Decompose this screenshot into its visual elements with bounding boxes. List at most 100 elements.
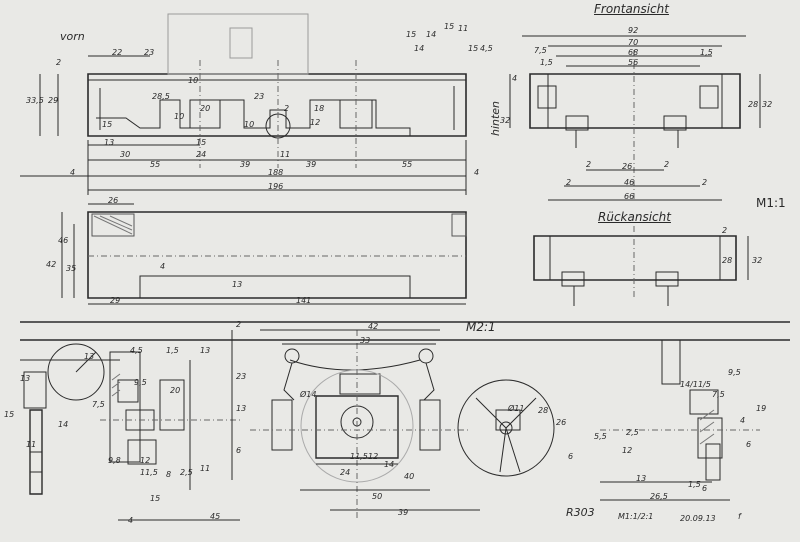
dim-label: 2: [722, 226, 728, 235]
dim-label: 29: [110, 296, 121, 305]
dim-label: 42: [46, 260, 57, 269]
dim-label: 13: [636, 474, 647, 483]
dim-label: 13: [84, 352, 95, 361]
dim-label: 28,5: [152, 92, 170, 101]
dim-label: 30: [120, 150, 131, 159]
dim-label: 14: [58, 420, 69, 429]
dim-label: 2,5: [180, 468, 193, 477]
dim-label: 2: [566, 178, 572, 187]
dim-label: 4,5: [480, 44, 493, 53]
dim-label: 15: [444, 22, 455, 31]
dim-label: 1,5: [540, 58, 553, 67]
dim-label: Ø11: [508, 404, 525, 413]
dim-label: 11,5: [350, 452, 368, 461]
dim-label: 6: [702, 484, 708, 493]
dim-label: 4: [128, 516, 134, 525]
dim-label: 2: [702, 178, 708, 187]
dim-label: 14: [414, 44, 425, 53]
dim-label: 26: [622, 162, 633, 171]
dim-label: 18: [314, 104, 325, 113]
dim-label: 6: [746, 440, 752, 449]
dim-label: 12: [140, 456, 151, 465]
dim-label: 50: [372, 492, 383, 501]
front-view-title: Frontansicht: [594, 2, 669, 16]
dim-label: 28: [722, 256, 733, 265]
dim-label: 9,5: [728, 368, 741, 377]
dim-label: 33: [360, 336, 371, 345]
dim-label: 11: [200, 464, 211, 473]
dim-label: 45: [210, 512, 221, 521]
dim-label: 32: [752, 256, 763, 265]
dim-label: 7,5: [712, 390, 725, 399]
dim-label: 9,5: [134, 378, 147, 387]
dim-label: 24: [340, 468, 351, 477]
dim-label: 4: [70, 168, 76, 177]
dim-label: 23: [236, 372, 247, 381]
dim-label: 26: [108, 196, 119, 205]
dim-label: 2: [236, 320, 242, 329]
scale-main-label: M1:1: [756, 196, 786, 210]
dim-label: 15: [196, 138, 207, 147]
dim-label: 32: [500, 116, 511, 125]
dim-label: 66: [624, 192, 635, 201]
dim-label: 11: [26, 440, 37, 449]
side-view: [20, 14, 466, 195]
dim-label: 10: [174, 112, 185, 121]
dim-label: 4: [474, 168, 480, 177]
front-view: [510, 36, 760, 200]
dim-label: 32: [762, 100, 773, 109]
dim-label: 2: [664, 160, 670, 169]
dim-label: 15: [102, 120, 113, 129]
dim-label: 4: [512, 74, 518, 83]
dim-label: 11,5: [140, 468, 158, 477]
dim-label: 13: [232, 280, 243, 289]
dim-label: 1,5: [166, 346, 179, 355]
dim-label: 28: [748, 100, 759, 109]
dim-label: 8: [166, 470, 172, 479]
dim-label: 70: [628, 38, 639, 47]
dim-label: 42: [368, 322, 379, 331]
dim-label: 141: [296, 296, 312, 305]
drawing-date: 20.09.13: [680, 514, 716, 523]
dim-label: 14: [426, 30, 437, 39]
dim-label: 6: [236, 446, 242, 455]
dim-label: 12: [368, 452, 379, 461]
dim-label: 5,5: [594, 432, 607, 441]
drawing-sign: f: [738, 512, 741, 521]
dim-label: 15: [468, 44, 479, 53]
dim-label: 39: [398, 508, 409, 517]
dim-label: 13: [200, 346, 211, 355]
dim-label: 6: [568, 452, 574, 461]
dim-label: 7,5: [534, 46, 547, 55]
dim-label: 11: [458, 24, 469, 33]
dim-label: 15: [406, 30, 417, 39]
dim-label: 23: [254, 92, 265, 101]
dim-label: 1,5: [700, 48, 713, 57]
dim-label: 24: [196, 150, 207, 159]
dim-label: 7,5: [92, 400, 105, 409]
dim-label: 55: [402, 160, 413, 169]
dim-label: 46: [624, 178, 635, 187]
dim-label: 39: [240, 160, 251, 169]
top-view: [62, 204, 466, 304]
dim-label: 4: [160, 262, 166, 271]
dim-label: 28: [538, 406, 549, 415]
dim-label: 13: [236, 404, 247, 413]
dim-label: 12: [622, 446, 633, 455]
dim-label: 13: [104, 138, 115, 147]
dim-label: 23: [144, 48, 155, 57]
dim-label: 35: [66, 264, 77, 273]
dim-label: 4,5: [130, 346, 143, 355]
dim-label: 2: [56, 58, 62, 67]
dim-label: 9,8: [108, 456, 121, 465]
dim-label: 68: [628, 48, 639, 57]
dim-label: 10: [244, 120, 255, 129]
dim-label: 19: [756, 404, 767, 413]
dim-label: 33,5: [26, 96, 44, 105]
dim-label: 26: [556, 418, 567, 427]
detail-view: [20, 322, 790, 520]
dim-label: 15: [4, 410, 15, 419]
dim-label: 2: [284, 104, 290, 113]
dim-label: 56: [628, 58, 639, 67]
